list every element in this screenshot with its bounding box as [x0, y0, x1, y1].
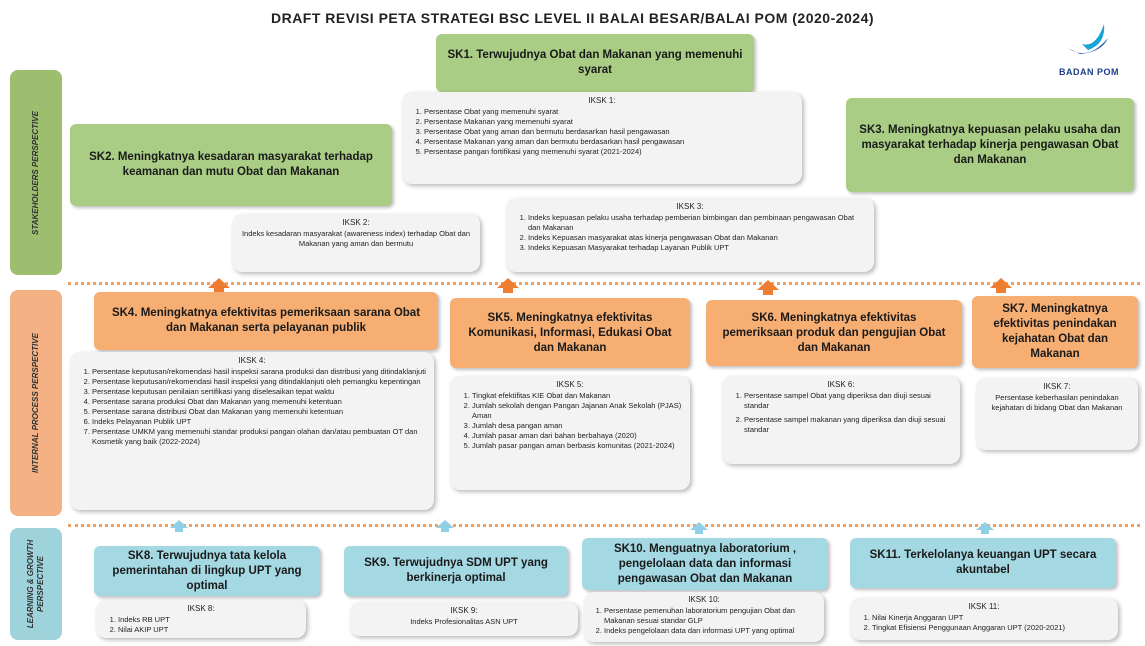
iksk11-item: Tingkat Efisiensi Penggunaan Anggaran UP… [872, 623, 1110, 633]
iksk5-item: Jumlah pasar aman dari bahan berbahaya (… [472, 431, 682, 441]
sk2-box: SK2. Meningkatnya kesadaran masyarakat t… [70, 124, 392, 206]
iksk9-header: IKSK 9: [450, 606, 478, 615]
iksk4-item: Persentase UMKM yang memenuhi standar pr… [92, 427, 426, 447]
iksk9-text: Indeks Profesionalitas ASN UPT [410, 617, 518, 626]
sk7-box: SK7. Meningkatnya efektivitas penindakan… [972, 296, 1138, 368]
iksk4-item: Indeks Pelayanan Publik UPT [92, 417, 426, 427]
iksk11-list: Nilai Kinerja Anggaran UPT Tingkat Efisi… [858, 613, 1110, 633]
internal-process-perspective-label: INTERNAL PROCESS PERSPECTIVE [10, 290, 62, 516]
sk11-box: SK11. Terkelolanya keuangan UPT secara a… [850, 538, 1116, 588]
iksk8-item: Indeks RB UPT [118, 615, 298, 625]
iksk10-header: IKSK 10: [688, 595, 720, 604]
separator-dotted-line [68, 282, 1140, 285]
separator-dotted-line [68, 524, 1140, 527]
learning-growth-perspective-text: LEARNING & GROWTH PERSPECTIVE [26, 540, 46, 628]
iksk3-header: IKSK 3: [676, 202, 704, 211]
iksk8-box: IKSK 8: Indeks RB UPT Nilai AKIP UPT [96, 600, 306, 638]
iksk4-item: Persentase sarana produksi Obat dan Maka… [92, 397, 426, 407]
iksk5-header: IKSK 5: [556, 380, 584, 389]
iksk6-list: Persentase sampel Obat yang diperiksa da… [730, 391, 952, 435]
iksk2-box: IKSK 2: Indeks kesadaran masyarakat (awa… [232, 214, 480, 272]
iksk4-item: Persentase keputusan/rekomendasi hasil i… [92, 377, 426, 387]
iksk1-list: Persentase Obat yang memenuhi syarat Per… [410, 107, 794, 157]
logo-text: BADAN POM [1059, 67, 1119, 77]
learning-growth-perspective-label: LEARNING & GROWTH PERSPECTIVE [10, 528, 62, 640]
iksk4-header: IKSK 4: [238, 356, 266, 365]
iksk11-header: IKSK 11: [968, 602, 1000, 611]
iksk5-item: Jumlah desa pangan aman [472, 421, 682, 431]
sk1-box: SK1. Terwujudnya Obat dan Makanan yang m… [436, 34, 754, 92]
sk3-box: SK3. Meningkatnya kepuasan pelaku usaha … [846, 98, 1134, 192]
iksk2-header: IKSK 2: [342, 218, 370, 227]
iksk6-item: Persentase sampel Obat yang diperiksa da… [744, 391, 952, 411]
sk5-box: SK5. Meningkatnya efektivitas Komunikasi… [450, 298, 690, 368]
iksk5-list: Tingkat efektifitas KIE Obat dan Makanan… [458, 391, 682, 451]
sk4-box: SK4. Meningkatnya efektivitas pemeriksaa… [94, 292, 438, 350]
iksk1-header: IKSK 1: [588, 96, 616, 105]
iksk3-list: Indeks kepuasan pelaku usaha terhadap pe… [514, 213, 866, 253]
iksk1-box: IKSK 1: Persentase Obat yang memenuhi sy… [402, 92, 802, 184]
iksk10-list: Persentase pemenuhan laboratorium penguj… [590, 606, 818, 636]
sk9-box: SK9. Terwujudnya SDM UPT yang berkinerja… [344, 546, 568, 596]
arrow-up-icon [208, 278, 230, 293]
learning-growth-line-2: PERSPECTIVE [36, 556, 45, 613]
page-title: DRAFT REVISI PETA STRATEGI BSC LEVEL II … [270, 10, 875, 26]
iksk7-box: IKSK 7: Persentase keberhasilan penindak… [976, 378, 1138, 450]
iksk11-item: Nilai Kinerja Anggaran UPT [872, 613, 1110, 623]
learning-growth-line-1: LEARNING & GROWTH [26, 539, 35, 629]
iksk1-item: Persentase Makanan yang memenuhi syarat [424, 117, 794, 127]
badan-pom-logo-icon [1068, 24, 1108, 54]
iksk5-box: IKSK 5: Tingkat efektifitas KIE Obat dan… [450, 376, 690, 490]
arrow-up-icon [757, 280, 779, 295]
iksk5-item: Jumlah pasar pangan aman berbasis komuni… [472, 441, 682, 451]
iksk3-item: Indeks Kepuasan Masyarakat terhadap Laya… [528, 243, 866, 253]
sk8-box: SK8. Terwujudnya tata kelola pemerintaha… [94, 546, 320, 596]
iksk4-box: IKSK 4: Persentase keputusan/rekomendasi… [70, 352, 434, 510]
sk10-box: SK10. Menguatnya laboratorium , pengelol… [582, 538, 828, 590]
iksk5-item: Tingkat efektifitas KIE Obat dan Makanan [472, 391, 682, 401]
iksk1-item: Persentase Makanan yang aman dan bermutu… [424, 137, 794, 147]
iksk1-item: Persentase pangan fortifikasi yang memen… [424, 147, 794, 157]
iksk6-item: Persentase sampel makanan yang diperiksa… [744, 415, 952, 435]
iksk11-box: IKSK 11: Nilai Kinerja Anggaran UPT Ting… [850, 598, 1118, 640]
arrow-up-icon [690, 522, 708, 534]
iksk10-box: IKSK 10: Persentase pemenuhan laboratori… [584, 592, 824, 642]
arrow-up-icon [990, 278, 1012, 293]
iksk5-item: Jumlah sekolah dengan Pangan Jajanan Ana… [472, 401, 682, 421]
arrow-up-icon [170, 520, 188, 532]
iksk10-item: Persentase pemenuhan laboratorium penguj… [604, 606, 818, 626]
iksk3-box: IKSK 3: Indeks kepuasan pelaku usaha ter… [506, 198, 874, 272]
iksk4-list: Persentase keputusan/rekomendasi hasil i… [78, 367, 426, 447]
arrow-up-icon [497, 278, 519, 293]
iksk6-box: IKSK 6: Persentase sampel Obat yang dipe… [722, 376, 960, 464]
iksk3-item: Indeks Kepuasan masyarakat atas kinerja … [528, 233, 866, 243]
iksk7-text: Persentase keberhasilan penindakan kejah… [991, 393, 1123, 412]
iksk4-item: Persentase sarana distribusi Obat dan Ma… [92, 407, 426, 417]
iksk8-list: Indeks RB UPT Nilai AKIP UPT [104, 615, 298, 635]
iksk10-item: Indeks pengelolaan data dan informasi UP… [604, 626, 818, 636]
iksk4-item: Persentase keputusan/rekomendasi hasil i… [92, 367, 426, 377]
iksk1-item: Persentase Obat yang memenuhi syarat [424, 107, 794, 117]
iksk8-header: IKSK 8: [187, 604, 215, 613]
arrow-up-icon [436, 520, 454, 532]
stakeholders-perspective-text: STAKEHOLDERS PERSPECTIVE [31, 110, 40, 235]
iksk3-item: Indeks kepuasan pelaku usaha terhadap pe… [528, 213, 866, 233]
iksk1-item: Persentase Obat yang aman dan bermutu be… [424, 127, 794, 137]
iksk7-header: IKSK 7: [1043, 382, 1071, 391]
stakeholders-perspective-label: STAKEHOLDERS PERSPECTIVE [10, 70, 62, 275]
logo: BADAN POM [1058, 18, 1120, 80]
iksk2-text: Indeks kesadaran masyarakat (awareness i… [241, 229, 471, 248]
sk6-box: SK6. Meningkatnya efektivitas pemeriksaa… [706, 300, 962, 366]
arrow-up-icon [976, 522, 994, 534]
iksk8-item: Nilai AKIP UPT [118, 625, 298, 635]
internal-process-perspective-text: INTERNAL PROCESS PERSPECTIVE [31, 333, 41, 473]
iksk9-box: IKSK 9: Indeks Profesionalitas ASN UPT [350, 602, 578, 636]
iksk4-item: Persentase keputusan penilaian sertifika… [92, 387, 426, 397]
iksk6-header: IKSK 6: [827, 380, 855, 389]
